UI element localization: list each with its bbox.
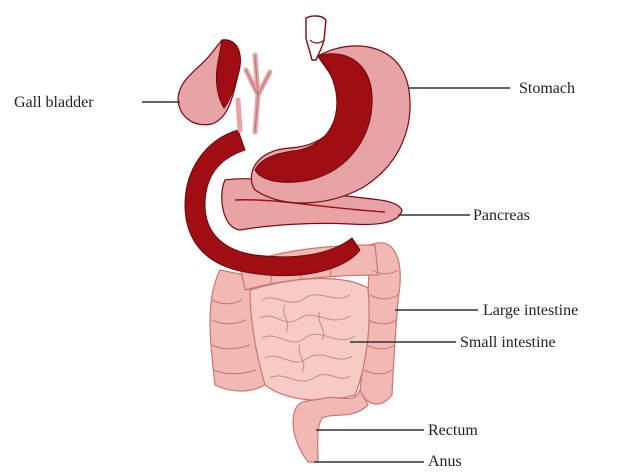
label-anus: Anus	[428, 453, 462, 470]
label-gall-bladder: Gall bladder	[14, 94, 94, 111]
rectum	[293, 390, 368, 462]
stomach	[251, 16, 410, 203]
label-rectum: Rectum	[428, 422, 478, 439]
gall-bladder	[178, 40, 240, 125]
bile-ducts	[238, 55, 270, 132]
label-pancreas: Pancreas	[473, 207, 530, 224]
label-small-intestine: Small intestine	[460, 334, 556, 351]
small-intestine	[250, 278, 369, 400]
label-large-intestine: Large intestine	[483, 302, 578, 319]
label-stomach: Stomach	[519, 80, 575, 97]
